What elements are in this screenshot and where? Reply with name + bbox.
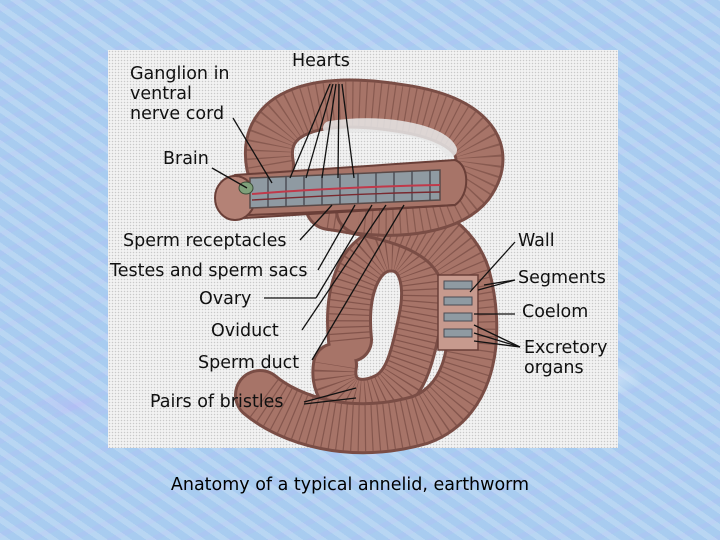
leader-ganglion bbox=[232, 117, 273, 184]
label-sperm-duct: Sperm duct bbox=[198, 353, 300, 373]
leader-bristles-1 bbox=[303, 387, 357, 403]
worm-lower-coil bbox=[311, 226, 447, 424]
leader-wall bbox=[469, 241, 516, 293]
label-sperm-receptacles: Sperm receptacles bbox=[123, 231, 287, 251]
leader-hearts-2 bbox=[305, 83, 334, 179]
label-brain: Brain bbox=[163, 149, 209, 169]
label-excretory: Excretory organs bbox=[524, 338, 608, 378]
leader-bristles-2 bbox=[303, 397, 357, 405]
leader-hearts-1 bbox=[289, 83, 331, 179]
leader-ovary-up bbox=[315, 204, 373, 299]
leader-hearts-3 bbox=[321, 83, 337, 179]
leader-excretory-3 bbox=[473, 340, 521, 348]
leader-sperm-receptacles bbox=[299, 204, 333, 241]
leader-sperm-duct bbox=[311, 204, 405, 361]
label-bristles: Pairs of bristles bbox=[150, 392, 284, 412]
label-wall: Wall bbox=[518, 231, 555, 251]
leader-oviduct bbox=[301, 204, 387, 331]
label-oviduct: Oviduct bbox=[211, 321, 279, 341]
leader-excretory-1 bbox=[473, 324, 521, 348]
leader-hearts-5 bbox=[341, 83, 355, 179]
worm-wall-window bbox=[437, 274, 479, 351]
label-ganglion: Ganglion in ventral nerve cord bbox=[130, 64, 230, 124]
label-testes: Testes and sperm sacs bbox=[110, 261, 308, 281]
leader-brain bbox=[211, 167, 248, 189]
label-hearts: Hearts bbox=[292, 51, 350, 71]
leader-excretory-2 bbox=[473, 332, 521, 348]
label-segments: Segments bbox=[518, 268, 606, 288]
label-ovary: Ovary bbox=[199, 289, 252, 309]
leader-lines bbox=[211, 83, 521, 405]
leader-segments-2 bbox=[483, 279, 516, 286]
leader-testes bbox=[317, 204, 356, 271]
leader-hearts-4 bbox=[337, 83, 340, 179]
figure-caption: Anatomy of a typical annelid, earthworm bbox=[170, 475, 530, 495]
leader-segments-1 bbox=[477, 279, 516, 291]
worm-anterior-section bbox=[214, 158, 468, 221]
label-coelom: Coelom bbox=[522, 302, 589, 322]
